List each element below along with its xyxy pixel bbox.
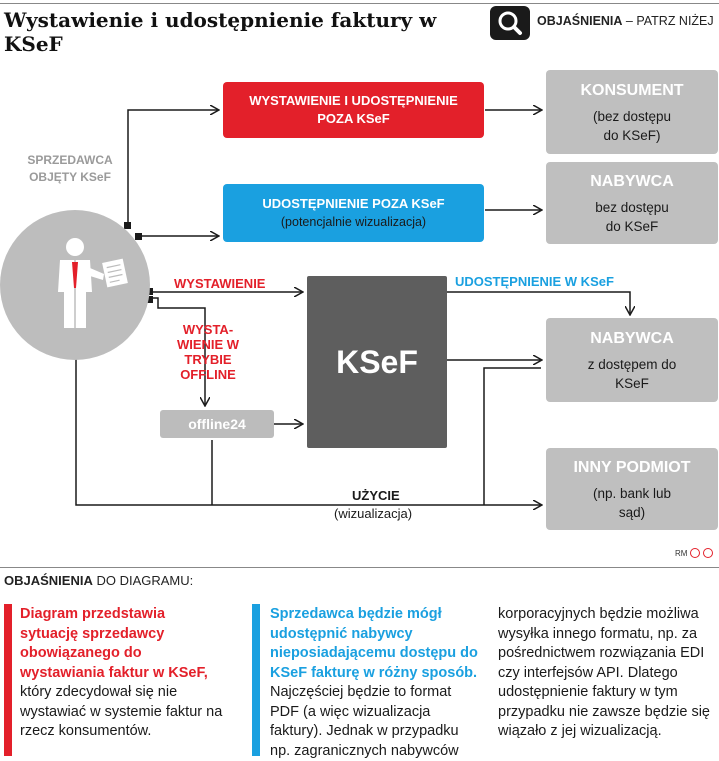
p-logo-icon — [703, 548, 714, 558]
box-udostepnienie-poza-ksef: UDOSTĘPNIENIE POZA KSeF (potencjalnie wi… — [223, 184, 484, 242]
label-wizualizacja: (wizualizacja) — [334, 506, 413, 521]
box-blue-subtitle: (potencjalnie wizualizacja) — [280, 215, 427, 229]
businessman-icon — [58, 238, 130, 328]
recipient-nabywca-z-dostepem: NABYWCA z dostępem do KSeF — [546, 318, 718, 402]
box-blue-title: UDOSTĘPNIENIE POZA KSeF — [262, 196, 445, 211]
box-wystawienie-poza-ksef: WYSTAWIENIE I UDOSTĘPNIENIE POZA KSeF — [223, 82, 484, 138]
node-dot — [146, 296, 153, 303]
legend-red-bar — [4, 604, 12, 756]
label-offline: WYSTA- WIENIE W TRYBIE OFFLINE — [176, 322, 240, 382]
label-wystawienie: WYSTAWIENIE — [174, 276, 266, 291]
legend-separator — [0, 567, 719, 568]
legend-col-3: korporacyjnych będzie możliwa wysyłka in… — [498, 606, 710, 739]
connector-lines — [72, 0, 719, 560]
legend-col-1: Diagram przedstawia sytuację sprzedawcy … — [20, 606, 223, 739]
page-title: Wystawienie i udostępnienie faktury w KS… — [4, 8, 437, 56]
node-dot — [135, 233, 142, 240]
seller-circle — [0, 210, 150, 360]
label-udostepnienie-w-ksef: UDOSTĘPNIENIE W KSeF — [455, 274, 614, 289]
node-dot — [124, 222, 131, 229]
seller-label: SPRZEDAWCA OBJĘTY KSeF — [27, 153, 113, 184]
offline24-box: offline24 — [160, 410, 274, 438]
credit-rm: RM — [675, 548, 714, 558]
recipient-konsument: KONSUMENT (bez dostępu do KSeF) — [546, 70, 718, 154]
search-icon — [490, 6, 530, 40]
legend-title: OBJAŚNIENIA DO DIAGRAMU: — [4, 573, 194, 588]
explain-label: OBJAŚNIENIA – PATRZ NIŻEJ — [537, 14, 714, 28]
label-uzycie: UŻYCIE — [352, 488, 400, 503]
top-rule — [0, 3, 719, 4]
legend-blue-bar — [252, 604, 260, 756]
ksef-box: KSeF — [307, 276, 447, 448]
copyright-icon — [690, 548, 701, 558]
legend-col-2: Sprzedawca będzie mógł udostępnić nabywc… — [270, 606, 478, 759]
recipient-inny-podmiot: INNY PODMIOT (np. bank lub sąd) — [546, 448, 718, 530]
recipient-nabywca-bez-dostepu: NABYWCA bez dostępu do KSeF — [546, 162, 718, 244]
